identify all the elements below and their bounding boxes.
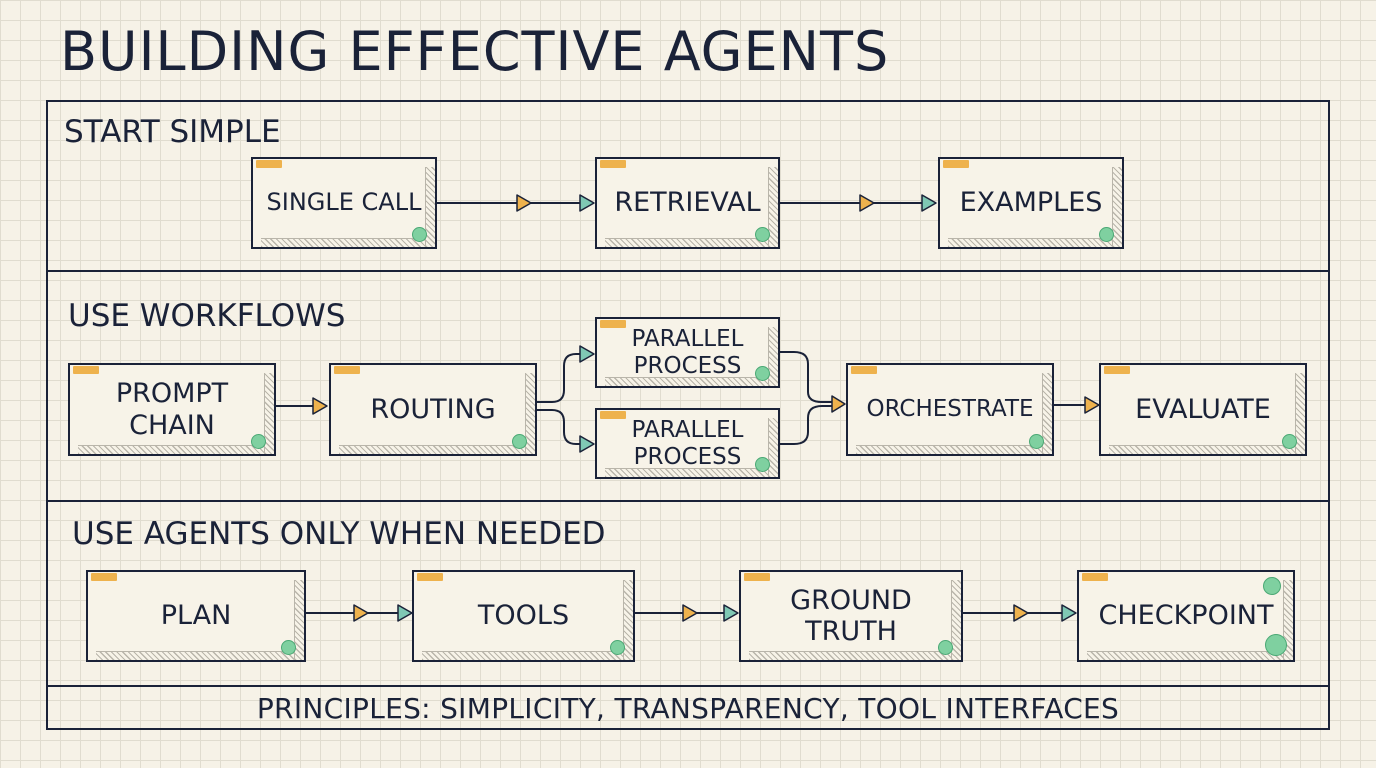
node-examples: EXAMPLES — [938, 157, 1124, 249]
node-label: PROMPT CHAIN — [115, 378, 229, 441]
tab-marker — [73, 366, 99, 374]
node-label: PARALLEL PROCESS — [631, 417, 744, 470]
tab-marker — [943, 160, 969, 168]
node-label: GROUND TRUTH — [790, 584, 912, 647]
status-dot — [1099, 227, 1114, 242]
node-retrieval: RETRIEVAL — [595, 157, 780, 249]
status-dot — [755, 227, 770, 242]
page-title: BUILDING EFFECTIVE AGENTS — [60, 20, 890, 83]
principles-footer: PRINCIPLES: SIMPLICITY, TRANSPARENCY, TO… — [256, 691, 1120, 725]
section-divider — [46, 500, 1330, 502]
diagram-frame — [46, 100, 1330, 730]
section-label-start-simple: START SIMPLE — [64, 114, 281, 150]
node-single-call: SINGLE CALL — [251, 157, 437, 249]
section-label-use-workflows: USE WORKFLOWS — [68, 298, 346, 334]
status-dot — [412, 227, 427, 242]
node-label: RETRIEVAL — [614, 187, 761, 219]
node-routing: ROUTING — [329, 363, 537, 456]
tab-marker — [334, 366, 360, 374]
tab-marker — [256, 160, 282, 168]
status-dot — [1263, 577, 1281, 595]
section-label-use-agents: USE AGENTS ONLY WHEN NEEDED — [72, 516, 606, 552]
tab-marker — [744, 573, 770, 581]
node-checkpoint: CHECKPOINT — [1077, 570, 1295, 662]
tab-marker — [417, 573, 443, 581]
node-label: CHECKPOINT — [1098, 600, 1274, 632]
node-label: PLAN — [160, 600, 232, 632]
node-label: SINGLE CALL — [266, 188, 422, 217]
tab-marker — [1104, 366, 1130, 374]
status-dot — [281, 640, 296, 655]
tab-marker — [600, 320, 626, 328]
node-label: ROUTING — [370, 393, 496, 425]
tab-marker — [851, 366, 877, 374]
node-parallel-process-2: PARALLEL PROCESS — [595, 408, 780, 479]
node-label: EVALUATE — [1135, 393, 1271, 425]
status-dot — [755, 457, 770, 472]
status-dot — [938, 640, 953, 655]
tab-marker — [91, 573, 117, 581]
status-dot — [512, 434, 527, 449]
status-dot — [1265, 634, 1287, 656]
status-dot — [610, 640, 625, 655]
node-evaluate: EVALUATE — [1099, 363, 1307, 456]
tab-marker — [600, 160, 626, 168]
tab-marker — [1082, 573, 1108, 581]
status-dot — [1282, 434, 1297, 449]
status-dot — [755, 366, 770, 381]
section-divider — [46, 685, 1330, 687]
node-label: TOOLS — [477, 600, 570, 632]
section-divider — [46, 270, 1330, 272]
tab-marker — [600, 411, 626, 419]
node-orchestrate: ORCHESTRATE — [846, 363, 1054, 456]
node-tools: TOOLS — [412, 570, 635, 662]
status-dot — [251, 434, 266, 449]
node-label: ORCHESTRATE — [866, 396, 1034, 423]
node-label: EXAMPLES — [959, 187, 1103, 219]
node-parallel-process-1: PARALLEL PROCESS — [595, 317, 780, 388]
node-plan: PLAN — [86, 570, 306, 662]
status-dot — [1029, 434, 1044, 449]
node-ground-truth: GROUND TRUTH — [739, 570, 963, 662]
node-prompt-chain: PROMPT CHAIN — [68, 363, 276, 456]
node-label: PARALLEL PROCESS — [631, 326, 744, 379]
